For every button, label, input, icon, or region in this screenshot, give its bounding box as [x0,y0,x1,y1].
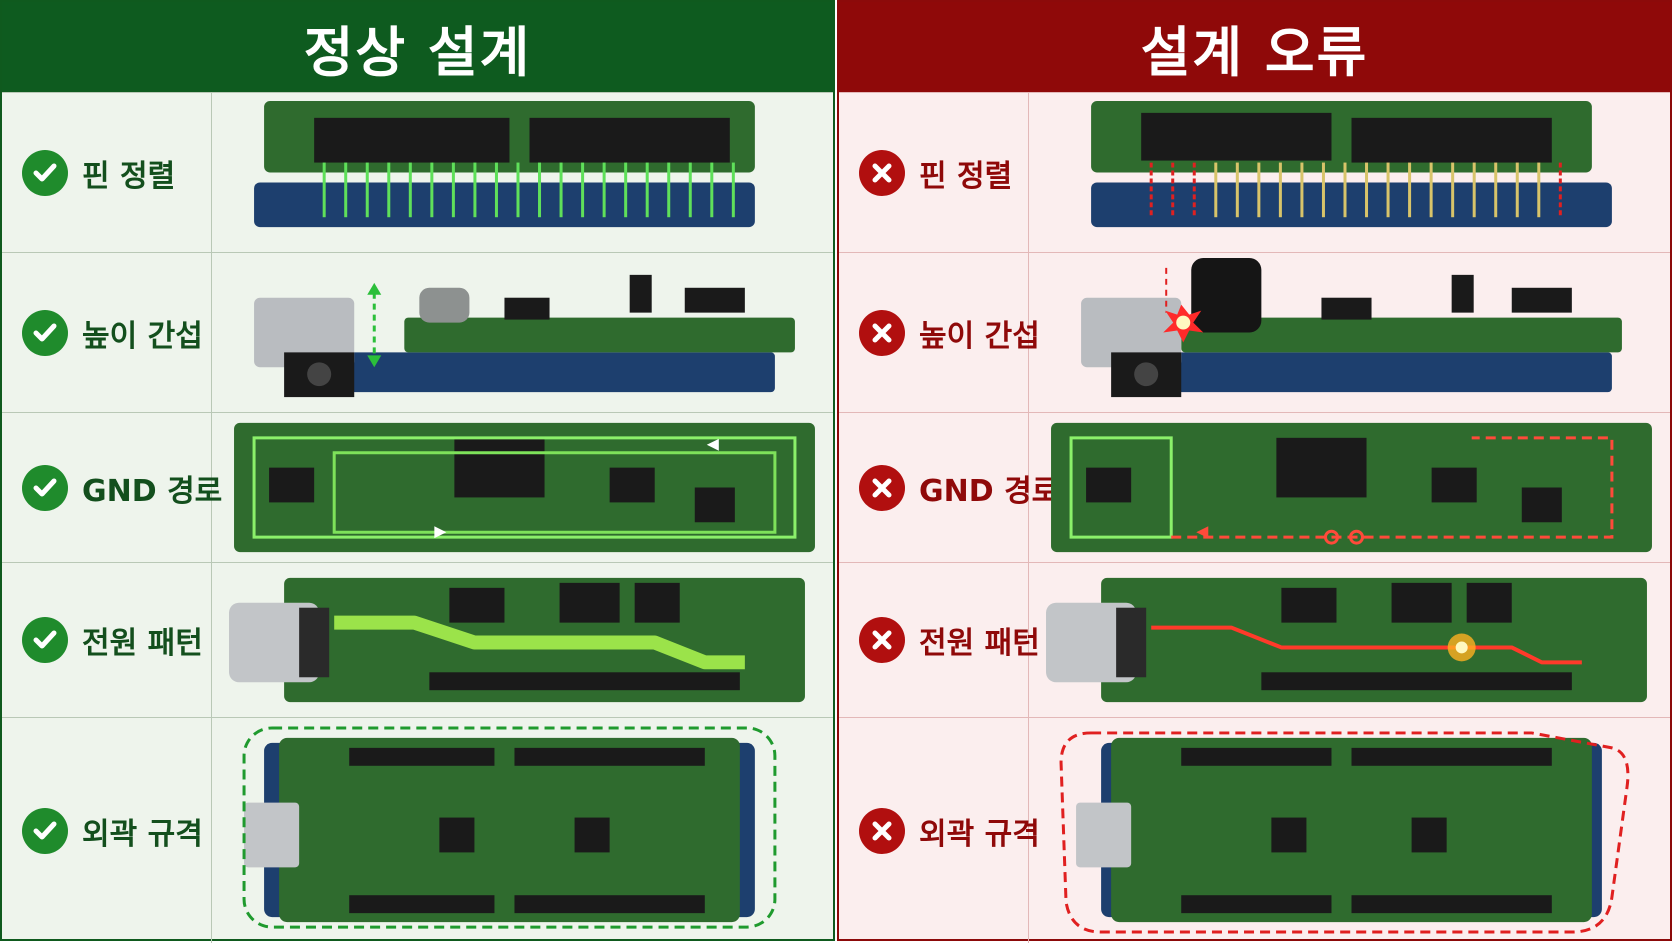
x-circle-icon [859,807,905,854]
row-label: 외곽 규격 [82,816,203,852]
pcb-illustration-gnd-good [214,413,835,562]
row-label: 핀 정렬 [82,158,176,194]
row-gnd-path-bad: GND 경로 [839,412,1670,562]
panel-title-bad: 설계 오류 [839,2,1670,92]
row-label: 높이 간섭 [919,318,1040,354]
pcb-illustration-power-bad [1031,563,1672,717]
pcb-illustration-height-good [214,253,835,412]
row-label: 외곽 규격 [919,816,1040,852]
x-circle-icon [859,617,905,663]
pcb-illustration-pins-bad [1031,93,1672,252]
row-label: GND 경로 [82,473,223,509]
pcb-illustration-outline-bad [1031,718,1672,943]
row-power-trace-good: 전원 패턴 [2,562,833,717]
row-label: 핀 정렬 [919,158,1013,194]
row-label: 높이 간섭 [82,318,203,354]
pcb-illustration-pins-good [214,93,835,252]
row-label: GND 경로 [919,473,1060,509]
check-circle-icon [22,807,68,854]
check-circle-icon [22,464,68,511]
pcb-illustration-gnd-bad [1031,413,1672,562]
x-circle-icon [859,464,905,511]
check-circle-icon [22,149,68,196]
row-gnd-path-good: GND 경로 [2,412,833,562]
row-outline-spec-bad: 외곽 규격 [839,717,1670,943]
pcb-illustration-outline-good [214,718,835,943]
panel-good-design: 정상 설계 핀 정렬 높이 간섭 [0,0,835,943]
check-circle-icon [22,617,68,663]
panel-title-good: 정상 설계 [2,2,833,92]
row-height-clearance-bad: 높이 간섭 [839,252,1670,412]
panel-design-error: 설계 오류 핀 정렬 높이 간섭 [837,0,1672,943]
row-outline-spec-good: 외곽 규격 [2,717,833,943]
pcb-illustration-power-good [214,563,835,717]
row-label: 전원 패턴 [82,626,203,661]
row-pin-alignment-good: 핀 정렬 [2,92,833,252]
check-circle-icon [22,309,68,356]
pcb-illustration-height-bad [1031,253,1672,412]
row-power-trace-bad: 전원 패턴 [839,562,1670,717]
x-circle-icon [859,149,905,196]
row-pin-alignment-bad: 핀 정렬 [839,92,1670,252]
x-circle-icon [859,309,905,356]
row-label: 전원 패턴 [919,626,1040,661]
row-height-clearance-good: 높이 간섭 [2,252,833,412]
